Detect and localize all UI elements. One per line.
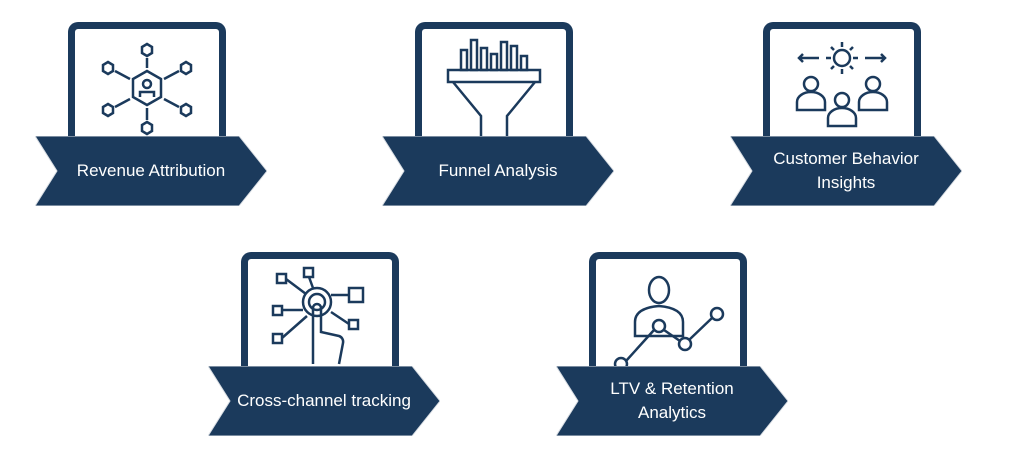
card-label: Funnel Analysis xyxy=(438,161,558,180)
label-banner: LTV & Retention Analytics xyxy=(556,366,788,436)
label-banner: Customer Behavior Insights xyxy=(730,136,962,206)
touch-network-icon xyxy=(271,266,365,365)
label-banner: Funnel Analysis xyxy=(382,136,614,206)
funnel-chart-icon xyxy=(446,38,542,142)
person-growth-icon xyxy=(613,275,725,372)
card-label: Customer Behavior Insights xyxy=(773,149,919,192)
monitor-frame xyxy=(241,252,399,382)
card-person-growth: LTV & Retention Analytics xyxy=(556,252,788,437)
label-banner: Revenue Attribution xyxy=(35,136,267,206)
card-label: Cross-channel tracking xyxy=(237,391,411,410)
monitor-frame xyxy=(68,22,226,152)
network-user-icon xyxy=(101,42,193,136)
monitor-frame xyxy=(415,22,573,152)
monitor-frame xyxy=(589,252,747,382)
card-touch-network: Cross-channel tracking xyxy=(208,252,440,437)
card-people-gear: Customer Behavior Insights xyxy=(730,22,962,207)
monitor-frame xyxy=(763,22,921,152)
card-label: Revenue Attribution xyxy=(76,161,226,180)
card-funnel-chart: Funnel Analysis xyxy=(382,22,614,207)
label-banner: Cross-channel tracking xyxy=(208,366,440,436)
card-network-user: Revenue Attribution xyxy=(35,22,267,207)
card-label: LTV & Retention Analytics xyxy=(610,379,734,422)
people-gear-icon xyxy=(795,42,889,128)
